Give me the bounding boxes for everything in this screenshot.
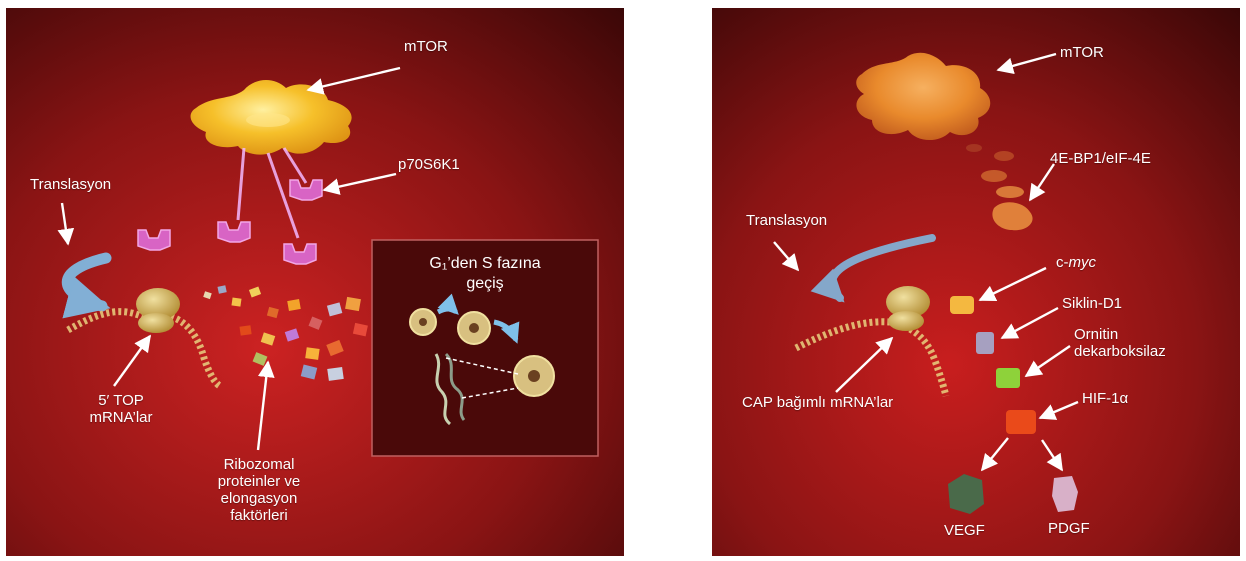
bp1-label: 4E-BP1/eIF-4E: [1050, 150, 1151, 167]
top-mrna-line-1: 5′ TOP: [66, 392, 176, 409]
ornitin-line-2: dekarboksilaz: [1074, 343, 1166, 360]
top-mrna-label: 5′ TOP mRNA’lar: [66, 392, 176, 426]
inset-title: G₁’den S fazına geçiş: [378, 254, 592, 294]
pdgf-label: PDGF: [1048, 520, 1090, 537]
mtor-label-right: mTOR: [1060, 44, 1104, 61]
hif-shape: [1006, 410, 1036, 434]
ornitin-line-1: Ornitin: [1074, 326, 1166, 343]
inset-title-line-1: G₁’den S fazına: [378, 254, 592, 274]
siklin-d1-shape: [976, 332, 994, 354]
ribozomal-line-3: elongasyon: [184, 490, 334, 507]
ornitin-shape: [996, 368, 1020, 388]
ribozomal-line-4: faktörleri: [184, 507, 334, 524]
right-diagram-graphics: [712, 8, 1240, 556]
hif-label: HIF-1α: [1082, 390, 1128, 407]
ribozomal-label: Ribozomal proteinler ve elongasyon faktö…: [184, 456, 334, 524]
inset-title-line-2: geçiş: [378, 274, 592, 294]
ornitin-label: Ornitin dekarboksilaz: [1074, 326, 1166, 360]
cmyc-label: c-myc: [1056, 254, 1096, 271]
right-panel: mTOR 4E-BP1/eIF-4E Translasyon c-myc Sik…: [712, 8, 1240, 556]
p70s6k1-label: p70S6K1: [398, 156, 460, 173]
cmyc-prefix: c-: [1056, 254, 1069, 271]
cap-mrna-label: CAP bağımlı mRNA’lar: [742, 394, 893, 411]
cmyc-italic: myc: [1069, 254, 1097, 271]
ribozomal-line-1: Ribozomal: [184, 456, 334, 473]
vegf-label: VEGF: [944, 522, 985, 539]
cmyc-shape: [950, 296, 974, 314]
top-mrna-line-2: mRNA’lar: [66, 409, 176, 426]
siklin-label: Siklin-D1: [1062, 295, 1122, 312]
mtor-label-left: mTOR: [404, 38, 448, 55]
left-panel: mTOR p70S6K1 Translasyon 5′ TOP mRNA’lar…: [6, 8, 624, 556]
translasyon-label-left: Translasyon: [30, 176, 111, 193]
translasyon-label-right: Translasyon: [746, 212, 827, 229]
ribozomal-line-2: proteinler ve: [184, 473, 334, 490]
